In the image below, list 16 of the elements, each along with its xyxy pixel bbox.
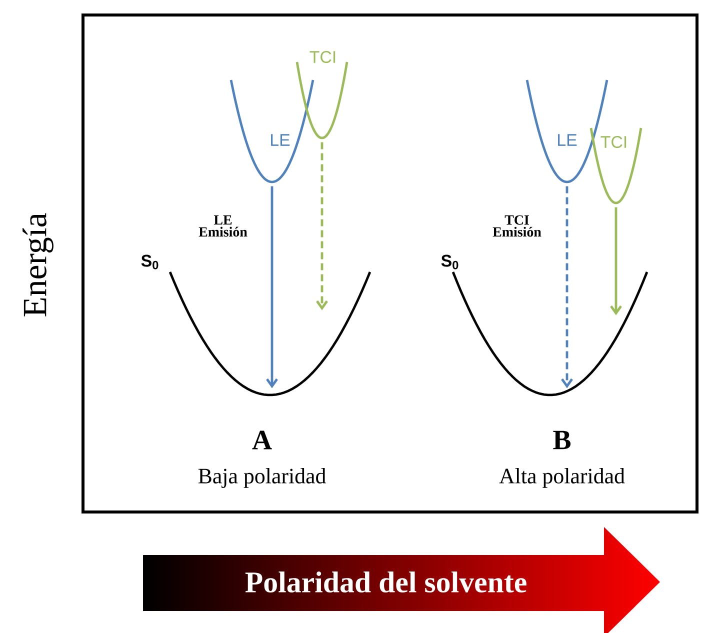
ground-state-curve: S$_{0}$ bbox=[441, 254, 648, 396]
arrow bbox=[610, 207, 622, 316]
panel-letter: B bbox=[553, 430, 571, 450]
energy-curve: LE bbox=[230, 80, 314, 184]
arrow bbox=[561, 186, 573, 388]
axis-title: Energía bbox=[22, 213, 54, 316]
panel-letter: A bbox=[252, 430, 272, 450]
ground-state-curve: S$_{0}$ bbox=[141, 254, 372, 396]
emission-label: LE Emisión bbox=[198, 215, 248, 237]
panel-caption: Baja polaridad bbox=[198, 468, 326, 488]
arrow bbox=[316, 142, 328, 310]
emission-label: TCI Emisión bbox=[492, 215, 542, 237]
arrow bbox=[266, 186, 278, 388]
panel-caption: Alta polaridad bbox=[499, 468, 625, 488]
energy-curve: TCI bbox=[590, 128, 642, 204]
arrow-label: Polaridad del solvente bbox=[245, 571, 526, 593]
